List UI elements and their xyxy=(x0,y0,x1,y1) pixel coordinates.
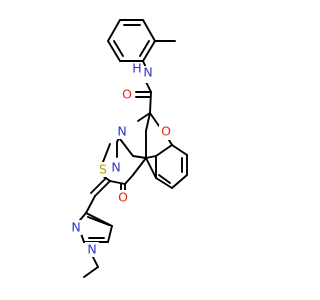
molecule-structure: H N O N O S N O N N xyxy=(71,19,188,278)
imine-n-label: N xyxy=(117,124,126,139)
amide-n-label: N xyxy=(143,65,152,80)
thio-s-label: S xyxy=(99,162,107,177)
ethyl-bond-2 xyxy=(83,266,99,278)
pyrazole-n2-label: N xyxy=(71,220,80,235)
methine-aryl-bond xyxy=(145,157,157,179)
amide-h-label: H xyxy=(132,61,141,76)
benzo-ring xyxy=(155,144,188,189)
bridged-core xyxy=(116,112,173,176)
tolyl-ring xyxy=(107,19,156,62)
ether-o-label: O xyxy=(161,124,171,139)
amide-o-label: O xyxy=(122,87,132,102)
pyrazole-n1-label: N xyxy=(87,242,96,257)
ylidene-bond-b xyxy=(90,177,107,194)
vinyl-pyrazole-bond xyxy=(85,195,96,214)
carbonyl-bridge-bond xyxy=(149,91,152,114)
molecule-canvas: H N O N O S N O N N xyxy=(71,19,188,278)
amide-cn-bond xyxy=(145,81,152,93)
keto-o-label: O xyxy=(118,190,128,205)
ylidene-bond-a xyxy=(94,180,111,197)
ring-n-label: N xyxy=(111,160,120,175)
